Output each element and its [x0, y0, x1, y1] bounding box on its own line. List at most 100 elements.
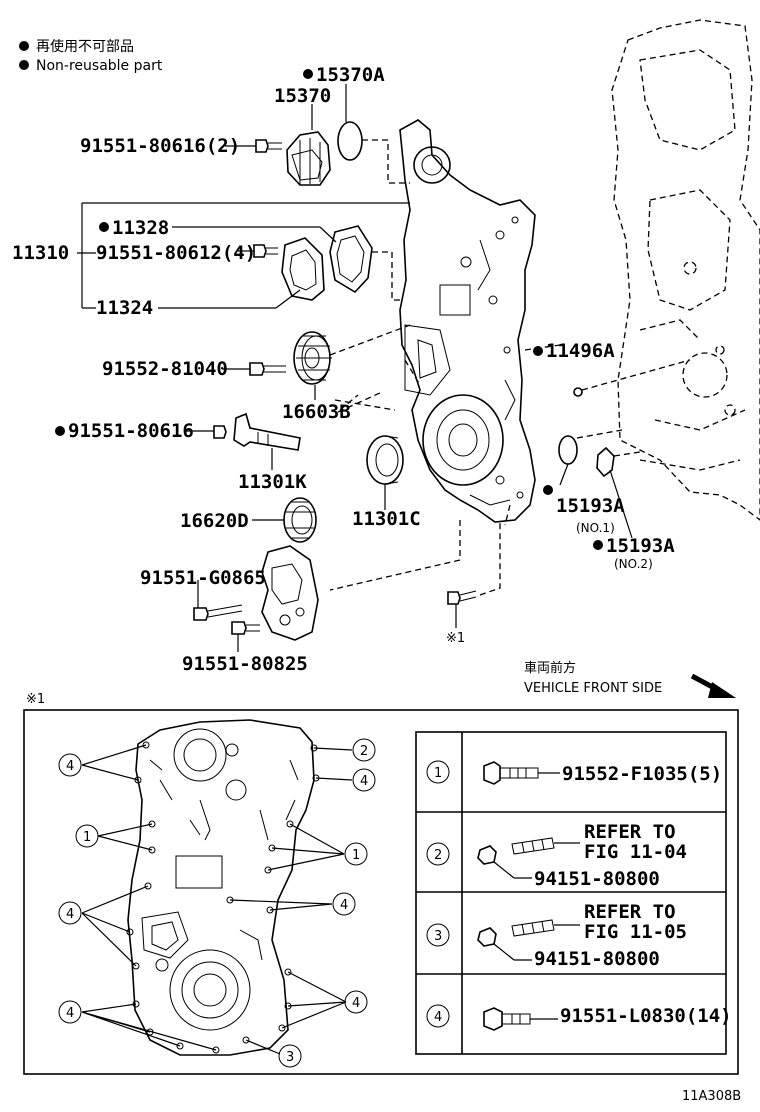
callout-text: 4 — [66, 907, 74, 922]
callout-text: 1 — [352, 848, 360, 863]
legend-jp: 再使用不可部品 — [36, 38, 134, 55]
nonreusable-dot-icon — [593, 540, 603, 550]
label-91551-80612-4: 91551-80612(4) — [96, 242, 256, 264]
front-arrow-icon — [690, 673, 736, 698]
direction-jp: 車両前方 — [524, 660, 576, 676]
oring-15193A-no1 — [558, 435, 578, 465]
row-part-number: 94151-80800 — [534, 948, 660, 970]
callout-text: 4 — [360, 774, 368, 789]
label-91551-G0865: 91551-G0865 — [140, 567, 266, 589]
inset-callout: 1 — [344, 842, 368, 866]
label-11328: 11328 — [112, 217, 169, 239]
row-number: 3 — [434, 929, 442, 944]
inset-callout: 3 — [278, 1044, 302, 1068]
stud-bolt-icon — [477, 919, 555, 947]
label-16620D: 16620D — [180, 510, 249, 532]
table-row: 4 91551-L0830(14) — [426, 1004, 732, 1031]
inset-callout: 4 — [344, 990, 368, 1014]
gasket-11328 — [329, 225, 373, 294]
inset-callout: 4 — [332, 892, 356, 916]
nonreusable-dot-icon — [303, 69, 313, 79]
row-refer: REFER TO — [584, 901, 676, 923]
label-91551-80616-2: 91551-80616(2) — [80, 135, 240, 157]
label-11324: 11324 — [96, 297, 153, 319]
label-16603B: 16603B — [282, 401, 351, 423]
inset-callout: 4 — [58, 753, 82, 777]
tensioner-16620D — [261, 497, 319, 641]
callout-text: 4 — [352, 996, 360, 1011]
label-91552-81040: 91552-81040 — [102, 358, 228, 380]
engine-block-outline — [611, 19, 760, 521]
direction-en: VEHICLE FRONT SIDE — [524, 681, 662, 696]
legend-en: Non-reusable part — [36, 58, 163, 74]
callout-text: 4 — [340, 898, 348, 913]
stud-bolt-icon — [477, 837, 555, 865]
callout-text: 2 — [360, 744, 368, 759]
row-part-number: 94151-80800 — [534, 868, 660, 890]
label-15193A-no1-sub: (NO.1) — [576, 521, 615, 535]
label-11496A: 11496A — [546, 340, 615, 362]
flange-bolt-icon — [483, 761, 539, 785]
row-number: 4 — [434, 1010, 442, 1025]
label-15193A-no1: 15193A — [556, 495, 625, 517]
sensor-11301K — [233, 412, 301, 451]
bolt-91551-80825 — [231, 621, 260, 635]
bolt-91551-80616 — [255, 139, 282, 153]
idler-pulley-16603B — [293, 331, 332, 385]
flange-bolt-icon — [483, 1007, 531, 1031]
inset-leader-lines — [81, 744, 353, 1055]
label-15193A-no2: 15193A — [606, 535, 675, 557]
inset-callout: 4 — [352, 768, 376, 792]
callout-text: 1 — [83, 830, 91, 845]
inset-mark: ※1 — [26, 692, 45, 707]
inset-cover-outline — [127, 719, 315, 1056]
label-11310: 11310 — [12, 242, 69, 264]
nonreusable-dot-icon — [19, 41, 29, 51]
row-refer-fig: FIG 11-04 — [584, 841, 687, 863]
table-row: 3 REFER TO FIG 11-05 94151-80800 — [426, 901, 687, 970]
timing-chain-cover — [399, 119, 536, 523]
label-15193A-no2-sub: (NO.2) — [614, 557, 653, 571]
label-ref-mark: ※1 — [446, 631, 465, 646]
figure-id: 11A308B — [682, 1089, 741, 1104]
inset-callout: 1 — [75, 824, 99, 848]
callout-text: 3 — [286, 1050, 294, 1065]
row-part-number: 91552-F1035(5) — [562, 763, 722, 785]
table-row: 2 REFER TO FIG 11-04 94151-80800 — [426, 821, 687, 890]
inset-callout: 4 — [58, 1000, 82, 1024]
inset-frame — [23, 709, 739, 1075]
inset-callout: 2 — [352, 738, 376, 762]
nonreusable-dot-icon — [19, 60, 29, 70]
nonreusable-dot-icon — [99, 222, 109, 232]
oring-11496A — [573, 387, 583, 397]
bolt-91551-80616-b — [213, 425, 227, 439]
label-91551-80616: 91551-80616 — [68, 420, 194, 442]
row-refer: REFER TO — [584, 821, 676, 843]
leader-lines — [77, 84, 691, 652]
cover-11324 — [281, 237, 325, 301]
label-11301C: 11301C — [352, 508, 421, 530]
row-number: 1 — [434, 766, 442, 781]
bolt-91551-80612 — [253, 244, 278, 258]
nonreusable-dot-icon — [533, 346, 543, 356]
row-number: 2 — [434, 848, 442, 863]
callout-text: 4 — [66, 1006, 74, 1021]
callout-text: 4 — [66, 759, 74, 774]
oil-seal-11301C — [366, 435, 404, 485]
nonreusable-dot-icon — [543, 485, 553, 495]
label-11301K: 11301K — [238, 471, 307, 493]
bolt-ref-1 — [447, 590, 477, 605]
bolt-91551-G0865 — [193, 604, 243, 621]
row-refer-fig: FIG 11-05 — [584, 921, 687, 943]
gasket-15193A-no2 — [596, 446, 615, 478]
bolt-91552-81040 — [249, 362, 286, 376]
inset-callout: 4 — [58, 901, 82, 925]
bolt-table — [415, 731, 727, 1055]
part-15370-cover — [286, 131, 331, 186]
table-row: 1 91552-F1035(5) — [426, 760, 722, 785]
row-part-number: 91551-L0830(14) — [560, 1005, 732, 1027]
label-91551-80825: 91551-80825 — [182, 653, 308, 675]
label-15370: 15370 — [274, 85, 331, 107]
oring-15370A — [337, 121, 363, 161]
